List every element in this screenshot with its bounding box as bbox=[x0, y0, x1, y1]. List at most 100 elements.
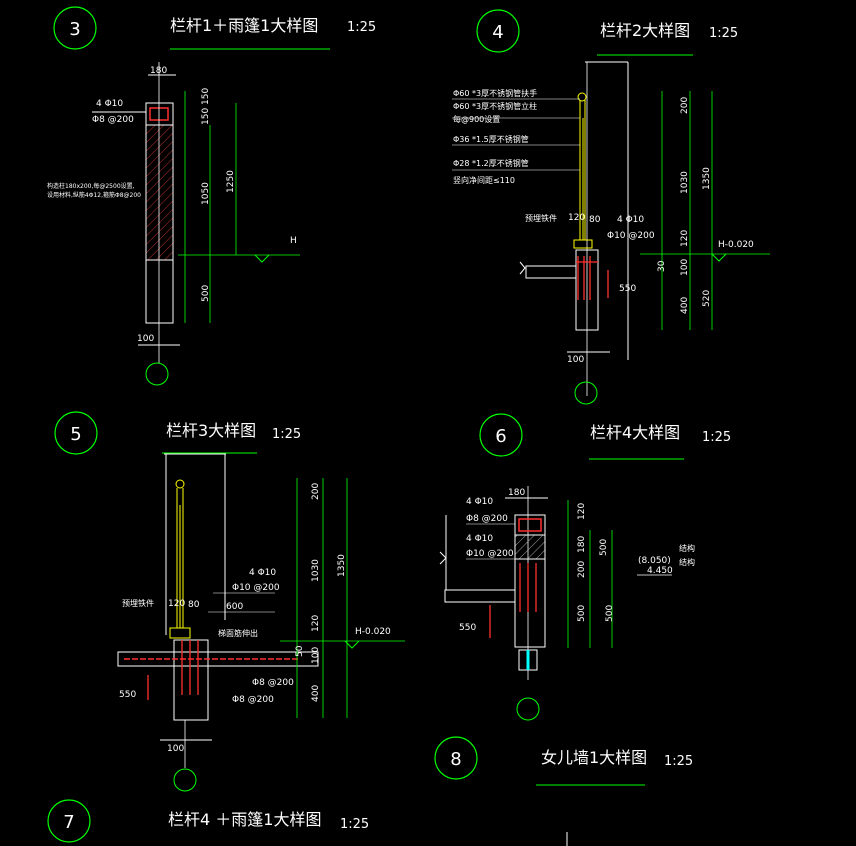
detail-3-drawing: 180 4 Φ10 Φ8 @200 构造柱180x200,每@2500设置, 设… bbox=[47, 62, 300, 386]
dim-label: 100 bbox=[567, 355, 584, 365]
detail-number: 4 bbox=[492, 22, 503, 43]
detail-number: 5 bbox=[70, 424, 81, 445]
stirrup-label: Φ8 @200 bbox=[92, 115, 134, 125]
slab bbox=[117, 651, 319, 667]
detail-5-drawing: 550 预埋铁件 120 80 4 Φ10 Φ10 @200 600 梯面筋伸出… bbox=[117, 453, 405, 792]
note: Φ60 *3厚不锈钢管立柱 bbox=[453, 101, 537, 111]
dim-label: 1030 bbox=[680, 171, 690, 194]
dim-label: 100 bbox=[167, 744, 184, 754]
detail-number: 6 bbox=[495, 426, 506, 447]
detail-header-8: 8 女儿墙1大样图 1:25 bbox=[434, 736, 693, 786]
detail-scale: 1:25 bbox=[272, 427, 301, 442]
note: Φ36 *1.5厚不锈钢管 bbox=[453, 134, 529, 144]
rebar-label: 4 Φ10 bbox=[466, 497, 493, 507]
detail-title: 栏杆1＋雨篷1大样图 bbox=[170, 16, 318, 35]
detail-6-drawing: 180 550 4 Φ10 Φ8 @200 4 Φ10 Φ10 @200 120… bbox=[439, 486, 695, 721]
parapet-wall bbox=[514, 534, 546, 560]
level-marker bbox=[254, 254, 270, 263]
detail-scale: 1:25 bbox=[664, 754, 693, 769]
note: 竖向净间距≤110 bbox=[453, 175, 515, 185]
detail-scale: 1:25 bbox=[340, 817, 369, 832]
curb bbox=[173, 639, 209, 721]
axis-bubble bbox=[145, 362, 169, 386]
detail-number: 3 bbox=[69, 19, 80, 40]
wall-base bbox=[145, 259, 174, 324]
detail-number-circle bbox=[476, 9, 520, 53]
note: 每@900设置 bbox=[453, 114, 500, 124]
post-note: 构造柱180x200,每@2500设置, bbox=[47, 182, 135, 190]
level-label: H-0.020 bbox=[355, 627, 391, 637]
note: Φ28 *1.2厚不锈钢管 bbox=[453, 158, 529, 168]
dim-label: 80 bbox=[589, 215, 601, 225]
embed-plate bbox=[573, 239, 593, 249]
detail-header-7: 7 栏杆4 ＋雨篷1大样图 1:25 bbox=[47, 799, 568, 846]
stirrup-label: Φ8 @200 bbox=[232, 695, 274, 705]
dim-label: 30 bbox=[657, 260, 667, 272]
break-symbol bbox=[439, 551, 447, 565]
axis-bubble bbox=[173, 768, 197, 792]
dim-label: 180 bbox=[577, 536, 587, 553]
detail-header-6: 6 栏杆4大样图 1:25 bbox=[479, 413, 731, 460]
curb-rebar bbox=[181, 640, 199, 695]
axis-bubble bbox=[574, 381, 598, 405]
parapet-wall bbox=[145, 124, 174, 261]
dim-label: 150 bbox=[201, 108, 211, 125]
dim-label: 200 bbox=[680, 97, 690, 114]
dim-label: 200 bbox=[577, 561, 587, 578]
dim-label: 400 bbox=[311, 685, 321, 702]
detail-header-5: 5 栏杆3大样图 1:25 bbox=[54, 411, 301, 455]
dim-label: 550 bbox=[119, 690, 136, 700]
detail-title: 栏杆4大样图 bbox=[590, 423, 680, 442]
dim-label: 1250 bbox=[226, 170, 236, 193]
dim-label: 150 bbox=[201, 88, 211, 105]
elev-label: 结构 bbox=[679, 543, 695, 553]
dim-label: 550 bbox=[459, 623, 476, 633]
dim-label: 120 bbox=[168, 599, 185, 609]
beam-rebar bbox=[518, 518, 542, 532]
dim-label: 520 bbox=[702, 290, 712, 307]
level-label: H bbox=[290, 236, 297, 246]
detail-number-circle bbox=[54, 411, 98, 455]
detail-header-4: 4 栏杆2大样图 1:25 bbox=[476, 9, 738, 56]
detail-title: 女儿墙1大样图 bbox=[541, 748, 647, 767]
note: 预埋铁件 bbox=[525, 213, 557, 223]
stirrup-label: Φ10 @200 bbox=[232, 583, 280, 593]
detail-scale: 1:25 bbox=[347, 20, 376, 35]
break-symbol bbox=[519, 261, 526, 275]
handrail bbox=[577, 92, 587, 102]
handrail bbox=[175, 479, 185, 489]
elevation: 4.450 bbox=[647, 566, 673, 576]
dim-label: 1030 bbox=[311, 559, 321, 582]
rebar-label: 4 Φ10 bbox=[466, 534, 493, 544]
note: 梯面筋伸出 bbox=[218, 628, 258, 638]
post-note-2: 设用材料,纵筋4Φ12,箍筋Φ8@200 bbox=[47, 191, 141, 199]
dim-label: 200 bbox=[311, 483, 321, 500]
detail-number: 8 bbox=[450, 749, 461, 770]
level-marker bbox=[711, 253, 727, 262]
detail-number-circle bbox=[434, 736, 478, 780]
axis-bubble bbox=[516, 697, 540, 721]
dim-label: 180 bbox=[508, 488, 525, 498]
dim-label: 500 bbox=[577, 605, 587, 622]
slab bbox=[525, 265, 577, 279]
stirrup-label: Φ8 @200 bbox=[252, 678, 294, 688]
stirrup-label: Φ10 @200 bbox=[607, 231, 655, 241]
slab bbox=[444, 589, 516, 603]
wall-base bbox=[514, 558, 546, 648]
dim-label: 550 bbox=[619, 284, 636, 294]
detail-number-circle bbox=[53, 6, 97, 50]
note: 预埋铁件 bbox=[122, 598, 154, 608]
detail-title: 栏杆4 ＋雨篷1大样图 bbox=[168, 810, 321, 829]
level-marker bbox=[344, 640, 360, 649]
dim-label: 500 bbox=[605, 605, 615, 622]
detail-number-circle bbox=[479, 413, 523, 457]
detail-header-3: 3 栏杆1＋雨篷1大样图 1:25 bbox=[53, 6, 376, 50]
curb bbox=[575, 249, 599, 331]
dim-label: 50 bbox=[295, 645, 305, 657]
detail-title: 栏杆2大样图 bbox=[600, 21, 690, 40]
detail-scale: 1:25 bbox=[709, 26, 738, 41]
dim-label: 400 bbox=[680, 297, 690, 314]
stirrup-label: Φ8 @200 bbox=[466, 514, 508, 524]
dim-label: 1350 bbox=[337, 554, 347, 577]
